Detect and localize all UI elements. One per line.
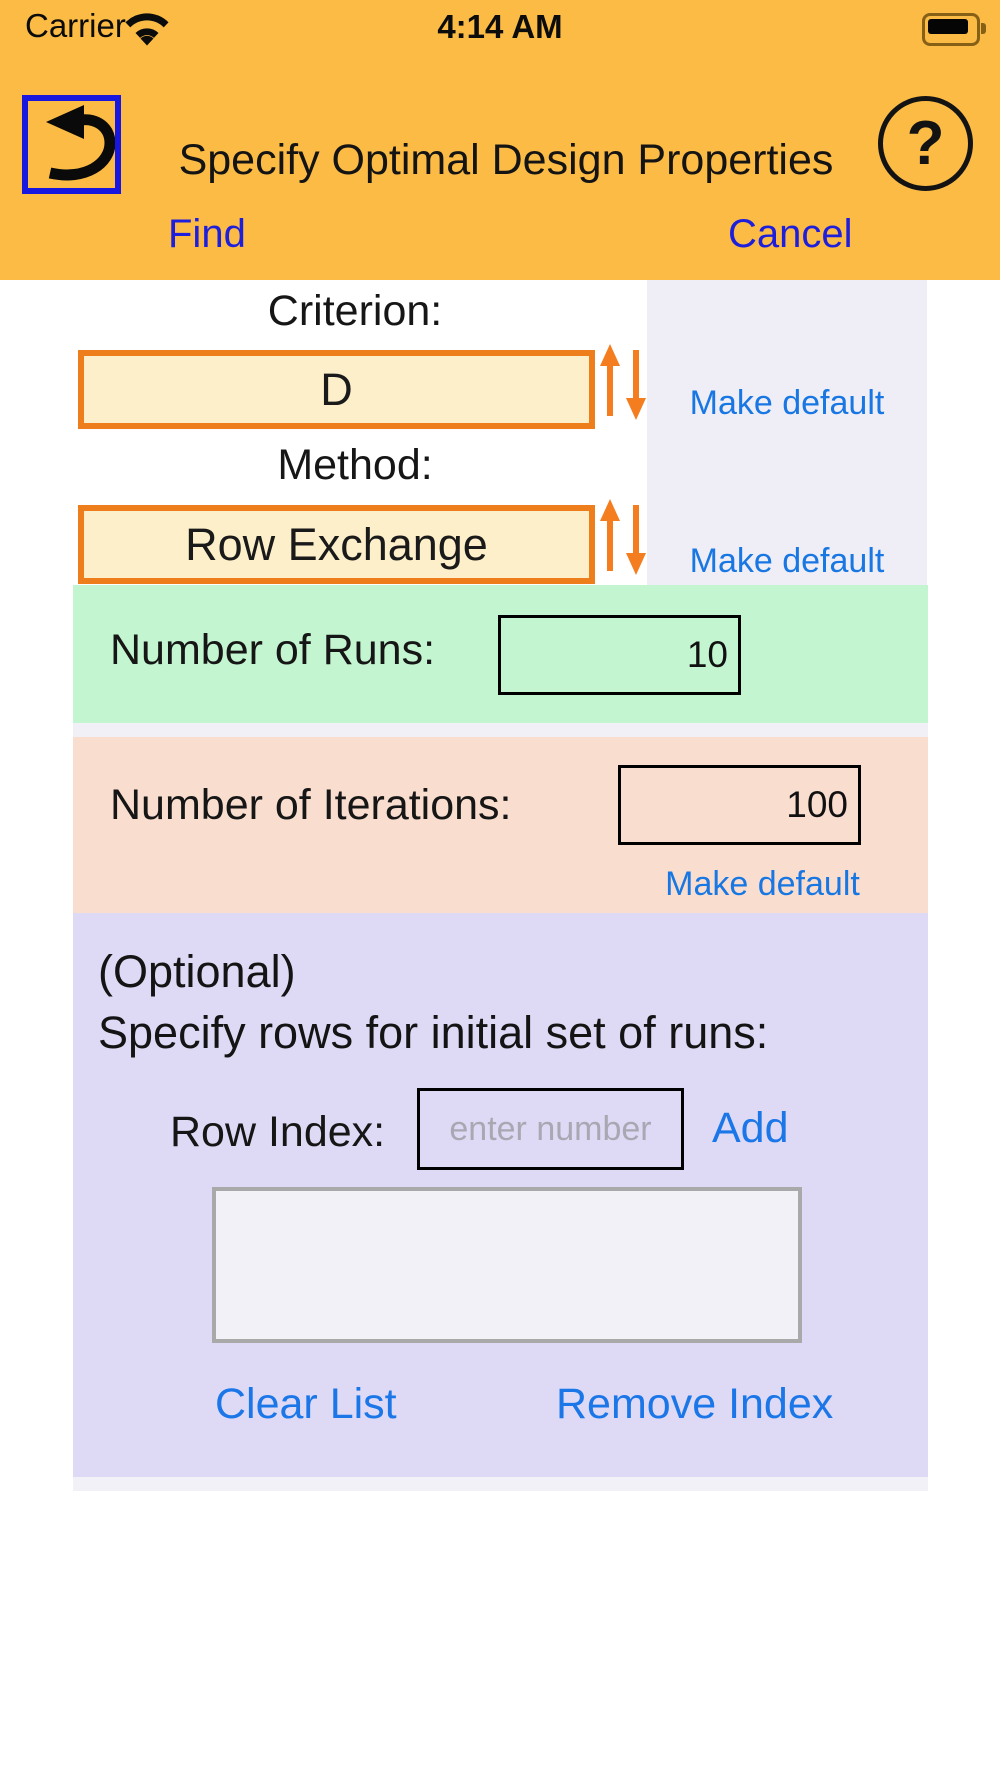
status-time: 4:14 AM [437,8,563,45]
page-title: Specify Optimal Design Properties [178,136,834,184]
header-bar: Carrier 4:14 AM Specify Optimal Design P… [0,0,1000,280]
remove-index-button[interactable]: Remove Index [556,1380,834,1428]
curved-back-arrow-icon [28,105,116,192]
section-divider [73,723,928,737]
section-divider [73,1477,928,1491]
sort-up-down-arrows-icon[interactable] [599,497,647,577]
specify-rows-instruction: Specify rows for initial set of runs: [98,1007,769,1058]
method-make-default-link[interactable]: Make default [689,542,885,580]
add-row-index-button[interactable]: Add [712,1104,789,1152]
find-button[interactable]: Find [168,212,246,256]
question-mark-icon: ? [906,109,945,178]
cancel-button[interactable]: Cancel [728,212,853,256]
number-of-runs-input[interactable] [498,615,741,695]
row-index-input[interactable] [417,1088,684,1170]
method-picker[interactable]: Row Exchange [78,505,595,584]
defaults-side-panel [647,280,927,585]
battery-full-icon [922,13,986,46]
wifi-icon [124,12,170,53]
back-button[interactable] [22,95,121,194]
optional-label: (Optional) [98,946,296,997]
iterations-make-default-link[interactable]: Make default [665,865,860,903]
number-of-runs-label: Number of Runs: [110,626,436,674]
carrier-label: Carrier [25,7,126,44]
criterion-make-default-link[interactable]: Make default [689,384,885,422]
help-button[interactable]: ? [878,96,973,191]
number-of-iterations-input[interactable] [618,765,861,845]
method-value: Row Exchange [185,518,488,570]
number-of-iterations-label: Number of Iterations: [110,781,512,829]
row-index-label: Row Index: [170,1108,386,1156]
method-label: Method: [277,441,433,489]
clear-list-button[interactable]: Clear List [215,1380,397,1428]
sort-up-down-arrows-icon[interactable] [599,342,647,422]
criterion-picker[interactable]: D [78,350,595,429]
criterion-value: D [320,363,353,415]
criterion-label: Criterion: [267,287,443,335]
row-index-list[interactable] [212,1187,802,1343]
